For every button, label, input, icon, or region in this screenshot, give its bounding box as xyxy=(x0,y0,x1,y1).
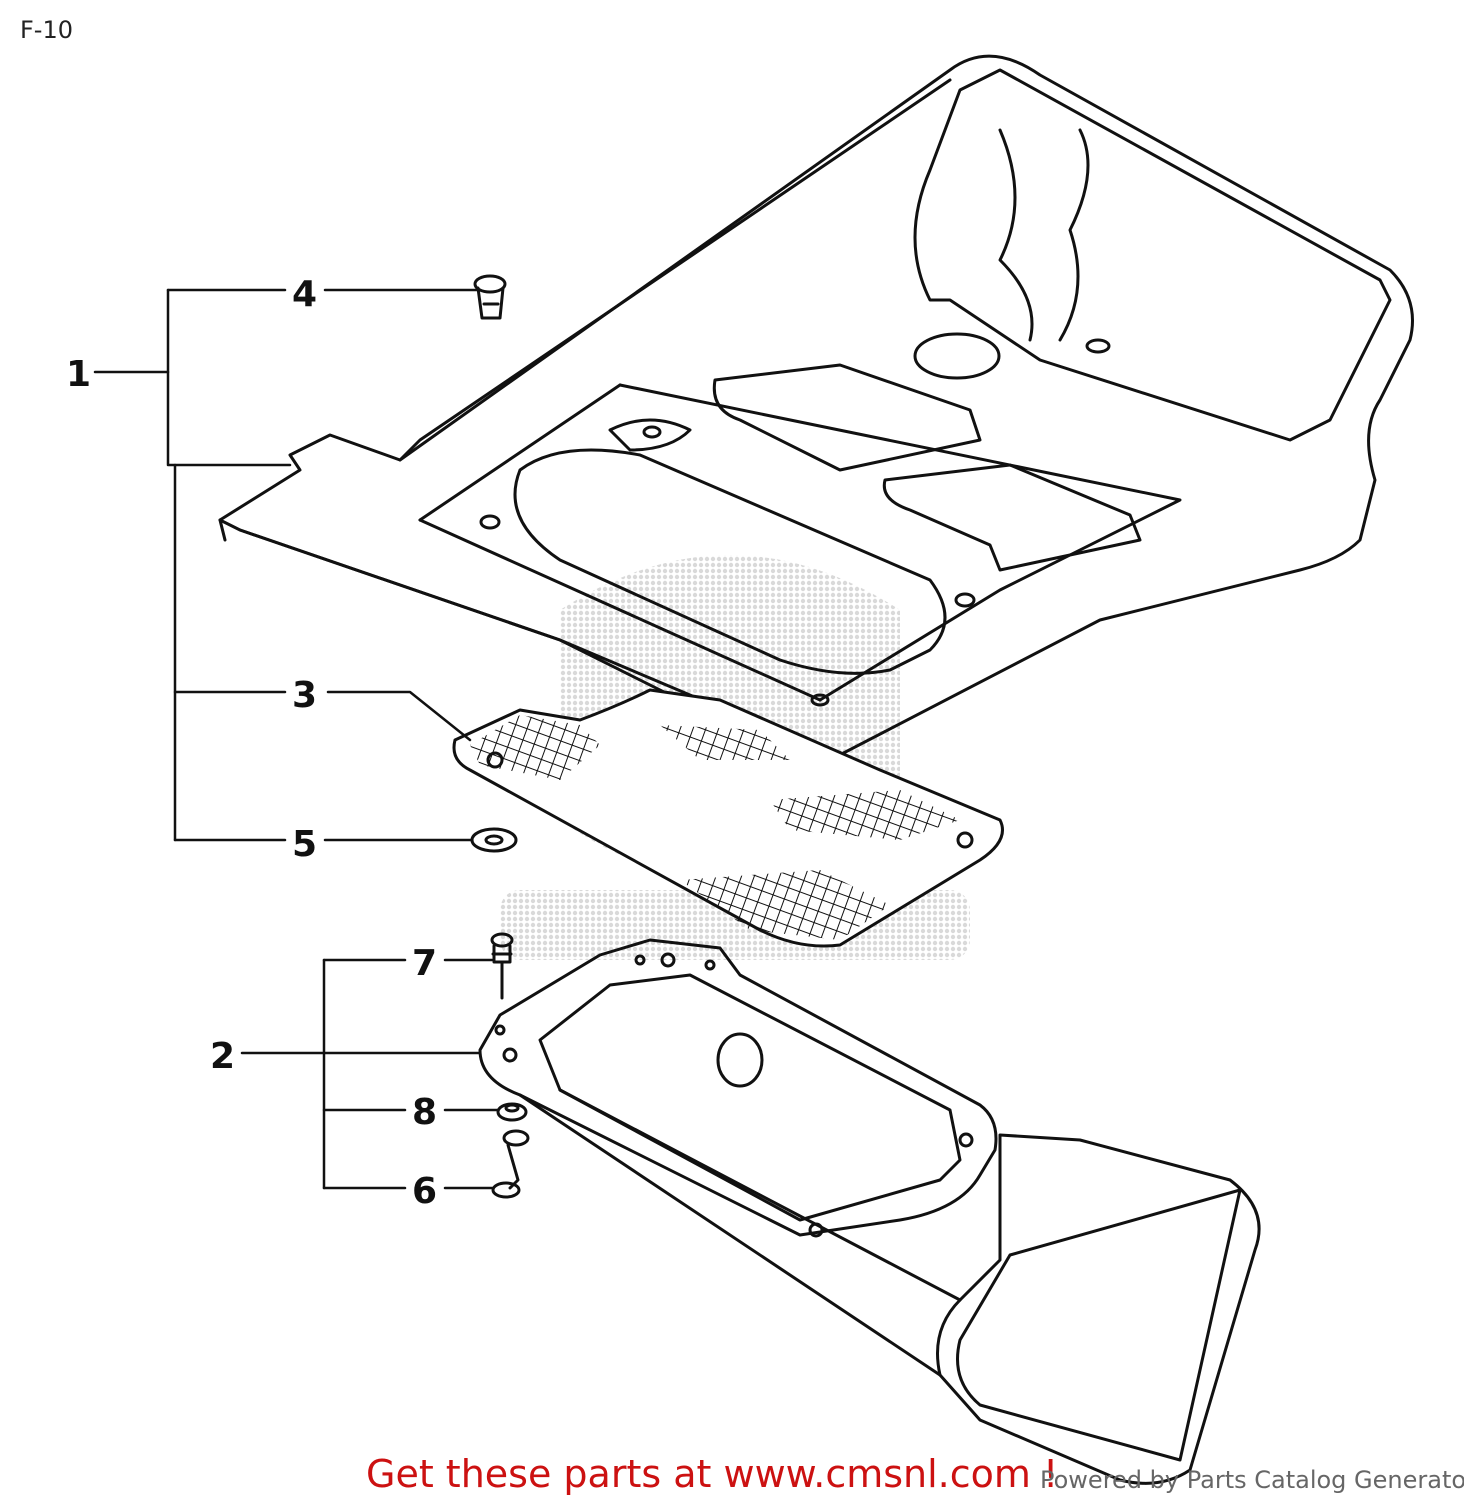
part-6-band xyxy=(491,1129,530,1199)
callout-4[interactable]: 4 xyxy=(292,274,317,315)
part-4-pin xyxy=(473,274,507,320)
callout-1[interactable]: 1 xyxy=(66,354,91,395)
callout-3[interactable]: 3 xyxy=(292,675,317,716)
callout-8[interactable]: 8 xyxy=(412,1092,437,1133)
part-8-collar xyxy=(496,1102,528,1122)
callout-5[interactable]: 5 xyxy=(292,824,317,865)
part-2-air-duct xyxy=(478,938,1261,1485)
figure-code: F-10 xyxy=(20,16,74,44)
part-5-washer xyxy=(470,827,518,853)
generator-credit: Powered by Parts Catalog Generator xyxy=(1040,1466,1464,1494)
callout-7[interactable]: 7 xyxy=(412,943,437,984)
leader-lines xyxy=(93,288,500,1190)
callout-6[interactable]: 6 xyxy=(412,1171,437,1212)
part-3-mesh-screen xyxy=(452,688,1004,948)
part-7-bolt xyxy=(490,932,514,1000)
part-1-seat-base xyxy=(218,54,1414,762)
parts-link[interactable]: Get these parts at www.cmsnl.com ! xyxy=(366,1452,1059,1496)
callout-2[interactable]: 2 xyxy=(210,1036,235,1077)
